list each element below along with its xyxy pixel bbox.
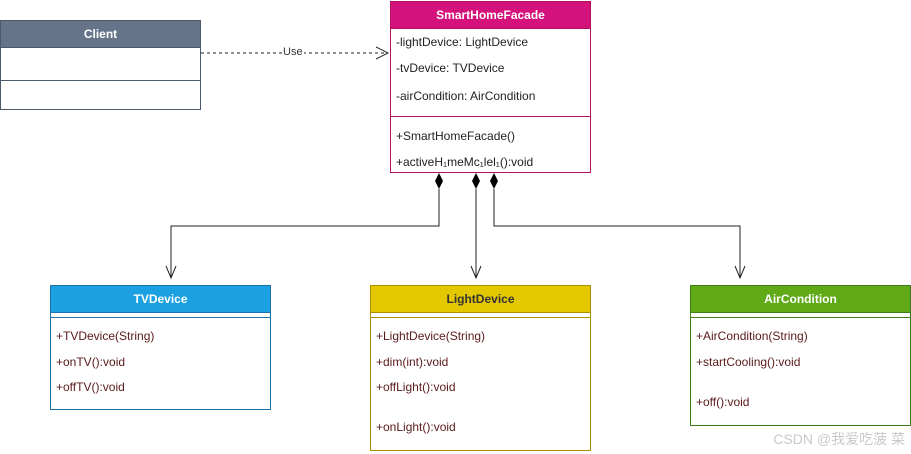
composition-arrowhead-tv <box>165 265 177 280</box>
client-class-title: Client <box>1 21 200 48</box>
operation-off: +off():void <box>696 395 750 409</box>
attribute-air-condition: -airCondition: AirCondition <box>396 89 536 103</box>
composition-diamond-air <box>490 173 498 189</box>
smarthomefacade-operations-section: +SmartHomeFacade() +activeH₁meMc₁lel₁():… <box>391 117 590 174</box>
composition-arrowhead-light <box>470 265 482 280</box>
operation-start-cooling: +startCooling():void <box>696 355 801 369</box>
aircondition-operations-section: +AirCondition(String) +startCooling():vo… <box>691 318 910 426</box>
lightdevice-class[interactable]: LightDevice +LightDevice(String) +dim(in… <box>370 285 591 451</box>
composition-diamond-light <box>472 173 480 189</box>
composition-diamond-tv <box>435 173 443 189</box>
operation-constructor: +SmartHomeFacade() <box>396 129 516 143</box>
lightdevice-operations-section: +LightDevice(String) +dim(int):void +off… <box>371 318 590 451</box>
client-class[interactable]: Client <box>0 20 201 110</box>
operation-aircondition-constructor: +AirCondition(String) <box>696 329 808 343</box>
use-dependency-arrowhead <box>375 46 390 60</box>
attribute-light-device: -lightDevice: LightDevice <box>396 35 529 49</box>
operation-off-tv: +offTV():void <box>56 380 125 394</box>
operation-on-tv: +onTV():void <box>56 355 126 369</box>
lightdevice-attributes-section <box>371 313 590 318</box>
aircondition-class[interactable]: AirCondition +AirCondition(String) +star… <box>690 285 911 426</box>
smarthomefacade-class[interactable]: SmartHomeFacade -lightDevice: LightDevic… <box>390 1 591 173</box>
tvdevice-class[interactable]: TVDevice +TVDevice(String) +onTV():void … <box>50 285 271 410</box>
operation-lightdevice-constructor: +LightDevice(String) <box>376 329 486 343</box>
aircondition-class-title: AirCondition <box>691 286 910 313</box>
operation-tvdevice-constructor: +TVDevice(String) <box>56 329 155 343</box>
csdn-watermark: CSDN @我爱吃菠 菜 <box>773 431 905 447</box>
attribute-tv-device: -tvDevice: TVDevice <box>396 61 505 75</box>
lightdevice-class-title: LightDevice <box>371 286 590 313</box>
composition-line-air <box>493 189 741 277</box>
operation-active-home-model: +activeH₁meMc₁lel₁():void <box>396 155 534 169</box>
use-label: Use <box>282 46 304 58</box>
tvdevice-attributes-section <box>51 313 270 318</box>
composition-arrowhead-air <box>734 265 746 280</box>
aircondition-attributes-section <box>691 313 910 318</box>
tvdevice-operations-section: +TVDevice(String) +onTV():void +offTV():… <box>51 318 270 410</box>
composition-line-tv <box>170 189 440 277</box>
client-attributes-section <box>1 48 200 81</box>
smarthomefacade-attributes-section: -lightDevice: LightDevice -tvDevice: TVD… <box>391 29 590 117</box>
operation-on-light: +onLight():void <box>376 420 456 434</box>
operation-off-light: +offLight():void <box>376 380 456 394</box>
client-operations-section <box>1 81 200 111</box>
tvdevice-class-title: TVDevice <box>51 286 270 313</box>
operation-dim: +dim(int):void <box>376 355 449 369</box>
smarthomefacade-class-title: SmartHomeFacade <box>391 2 590 29</box>
